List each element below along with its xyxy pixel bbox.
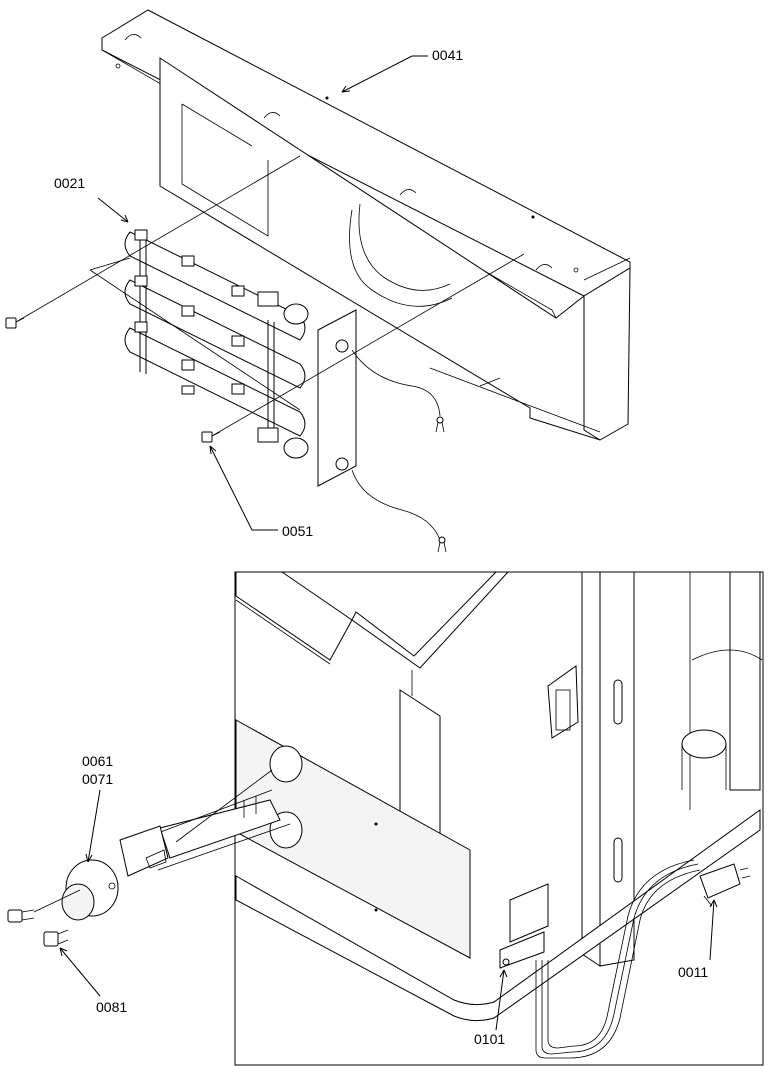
- cover-panel: [101, 9, 631, 441]
- callout-0071: 0071: [82, 771, 113, 787]
- ring-terminal-icon: [435, 416, 445, 433]
- screw-icon: [7, 909, 35, 923]
- callout-leaders: [59, 55, 718, 1031]
- screw-icon: [201, 431, 221, 443]
- callout-0081: 0081: [96, 999, 127, 1015]
- callout-0011: 0011: [678, 964, 708, 980]
- callout-0041: 0041: [432, 47, 463, 63]
- ring-terminal-icon: [437, 536, 447, 553]
- callout-0101: 0101: [474, 1031, 505, 1047]
- thermal-fuse-assembly: [61, 789, 291, 921]
- callout-0051: 0051: [282, 523, 313, 539]
- power-plug-icon: [699, 863, 751, 907]
- cabinet-interior: [235, 571, 763, 1059]
- callout-0061: 0061: [82, 753, 113, 769]
- callout-0021: 0021: [54, 175, 85, 191]
- heater-element-assembly: [89, 229, 441, 541]
- screw-icon: [43, 929, 69, 947]
- screw-icon: [5, 317, 25, 329]
